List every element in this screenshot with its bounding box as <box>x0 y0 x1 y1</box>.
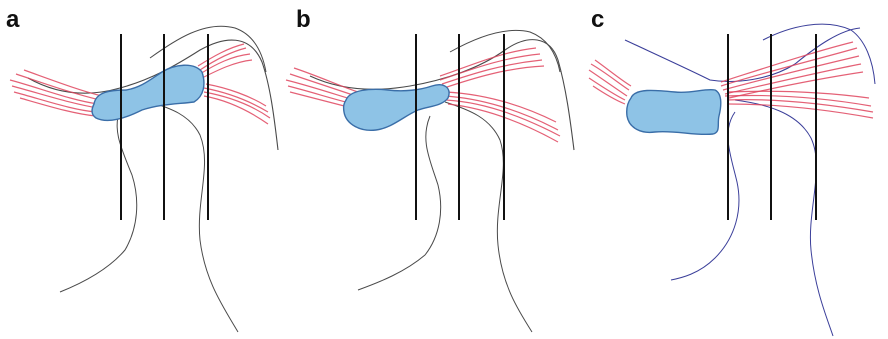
left-lower-contour <box>358 116 441 290</box>
blue-structure <box>344 85 449 131</box>
right-red-tissue-lower <box>204 84 270 124</box>
blue-structure <box>627 90 721 135</box>
right-red-tissue-lower <box>725 91 873 118</box>
left-red-tissue <box>589 60 631 104</box>
panel-c-drawing <box>585 0 888 339</box>
upper-contour <box>625 28 860 81</box>
panel-a: a <box>0 0 290 339</box>
right-lower-contour <box>735 100 833 336</box>
panel-b-drawing <box>280 0 580 339</box>
right-red-tissue-upper <box>721 42 863 98</box>
right-red-tissue-upper <box>440 48 544 88</box>
panel-a-drawing <box>0 0 290 339</box>
panel-c: c <box>585 0 888 339</box>
right-red-tissue-lower <box>444 92 560 142</box>
right-red-tissue-upper <box>198 44 252 78</box>
panel-b: b <box>280 0 580 339</box>
blue-structure <box>92 65 204 120</box>
left-lower-contour <box>60 110 137 292</box>
